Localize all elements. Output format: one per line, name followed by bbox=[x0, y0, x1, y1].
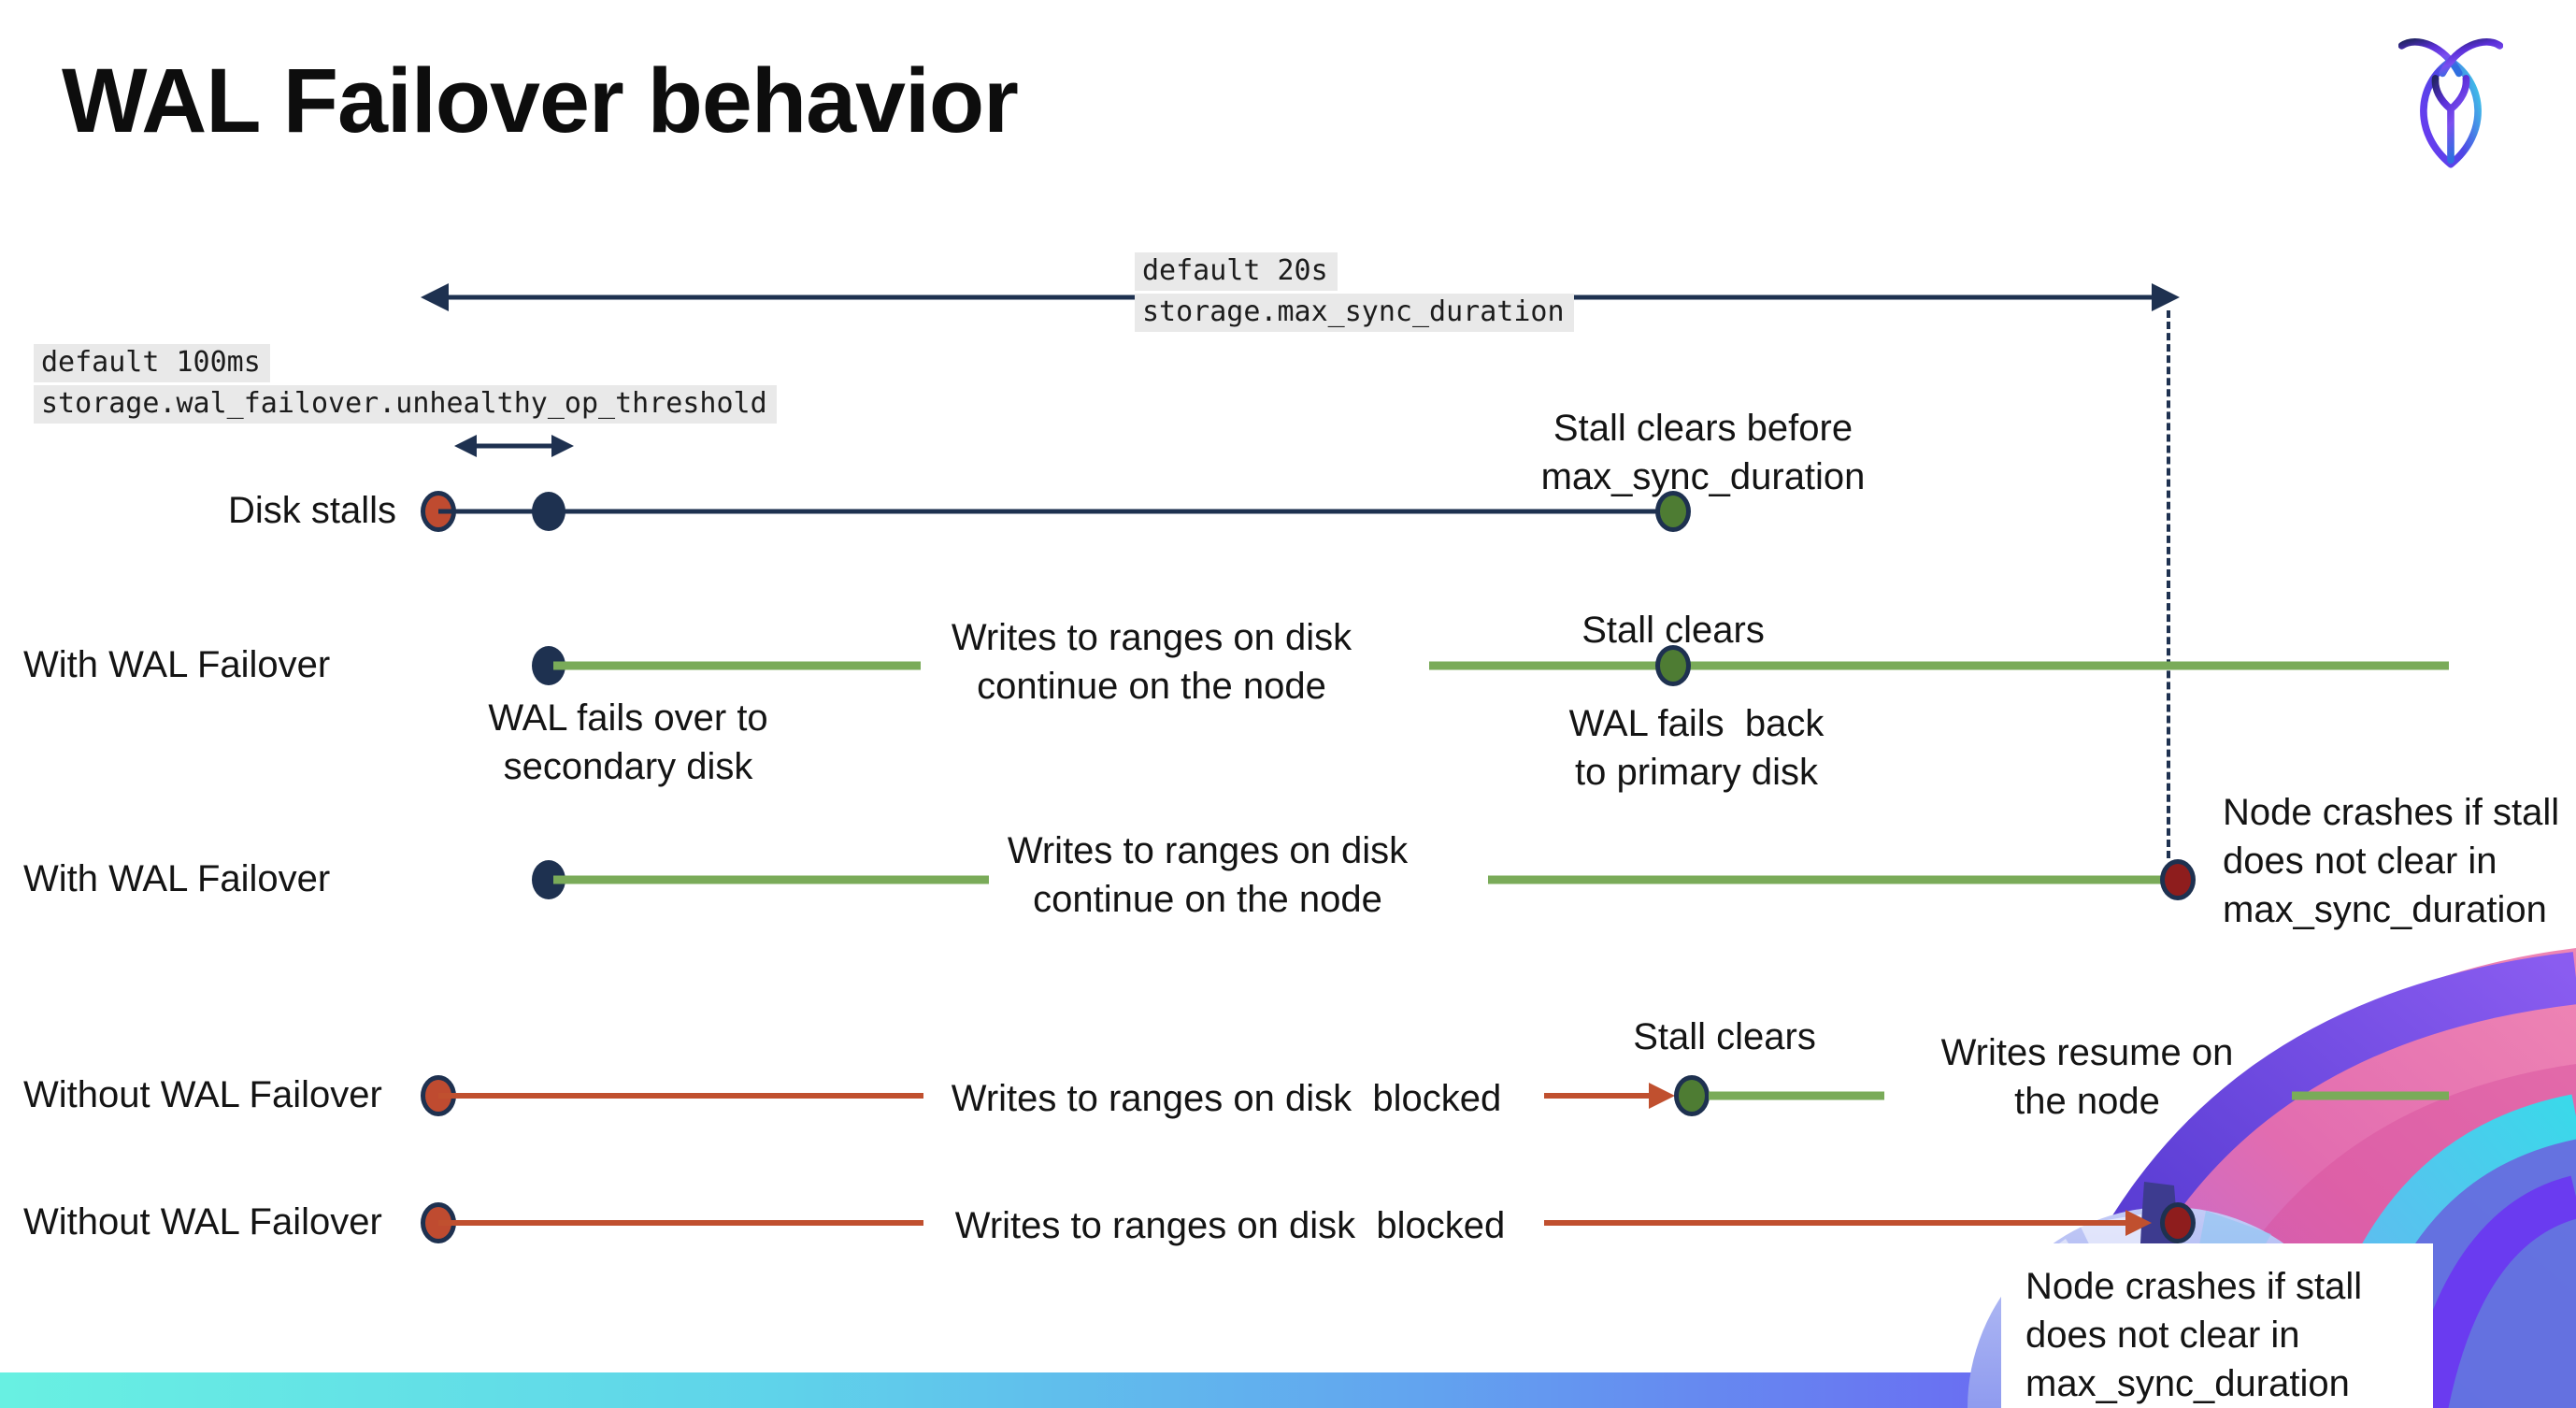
max-sync-duration-label: default 20s storage.max_sync_duration bbox=[1135, 252, 1574, 335]
max-sync-setting-name: storage.max_sync_duration bbox=[1135, 294, 1574, 332]
stall-clears-dot-2 bbox=[1655, 645, 1691, 686]
writes-resume-line-2 bbox=[2292, 1091, 2449, 1100]
writes-resume-line-1 bbox=[1709, 1091, 1884, 1100]
max-sync-deadline-dashed-line bbox=[2167, 310, 2170, 858]
cockroachdb-logo-icon bbox=[2398, 38, 2503, 168]
stall-clears-note-3: Stall clears bbox=[1633, 1016, 1816, 1057]
threshold-default-value: default 100ms bbox=[34, 344, 270, 382]
red-arrow-icon-2 bbox=[2125, 1210, 2152, 1236]
node-crash-note-2: Node crashes if stall does not clear in … bbox=[2025, 1266, 2363, 1404]
row-label-with-wal-failover-1: With WAL Failover bbox=[23, 644, 331, 685]
writes-continue-line-4 bbox=[1488, 875, 2165, 884]
arrow-right-icon bbox=[2152, 283, 2180, 311]
stall-clears-note-2: Stall clears bbox=[1581, 610, 1765, 651]
writes-blocked-line-2 bbox=[1544, 1093, 1651, 1099]
writes-continue-note-1: Writes to ranges on disk continue on the… bbox=[951, 617, 1352, 707]
page-title: WAL Failover behavior bbox=[62, 50, 1019, 151]
max-sync-default-value: default 20s bbox=[1135, 252, 1338, 291]
writes-blocked-line-3 bbox=[438, 1220, 923, 1226]
node-crash-dot-2 bbox=[2160, 1202, 2196, 1243]
red-arrow-icon-1 bbox=[1649, 1083, 1675, 1109]
unhealthy-op-threshold-label: default 100ms storage.wal_failover.unhea… bbox=[34, 344, 777, 426]
node-crash-dot-1 bbox=[2160, 859, 2196, 900]
arrow-left-icon bbox=[421, 283, 449, 311]
writes-continue-line-3 bbox=[553, 875, 989, 884]
row-label-disk-stalls: Disk stalls bbox=[228, 490, 397, 531]
writes-continue-line-2 bbox=[1429, 661, 2449, 670]
writes-blocked-note-1: Writes to ranges on disk blocked bbox=[951, 1078, 1502, 1119]
node-crash-note-1: Node crashes if stall does not clear in … bbox=[2223, 792, 2560, 930]
row-label-with-wal-failover-2: With WAL Failover bbox=[23, 858, 331, 899]
node-crash-callout-box: Node crashes if stall does not clear in … bbox=[2001, 1243, 2433, 1408]
stall-duration-line bbox=[549, 509, 1673, 514]
writes-continue-line-1 bbox=[553, 661, 921, 670]
threshold-interval-line bbox=[438, 509, 549, 514]
threshold-span-line bbox=[475, 443, 553, 449]
row-label-without-wal-failover-2: Without WAL Failover bbox=[23, 1201, 382, 1243]
small-arrow-left-icon bbox=[454, 435, 477, 457]
failover-note: WAL fails over to secondary disk bbox=[488, 697, 768, 787]
stall-clears-before-note: Stall clears before max_sync_duration bbox=[1540, 408, 1866, 497]
writes-continue-note-2: Writes to ranges on disk continue on the… bbox=[1007, 830, 1409, 920]
threshold-setting-name: storage.wal_failover.unhealthy_op_thresh… bbox=[34, 385, 777, 424]
small-arrow-right-icon bbox=[551, 435, 574, 457]
failback-note: WAL fails back to primary disk bbox=[1568, 703, 1825, 793]
stall-clears-dot-3 bbox=[1674, 1075, 1710, 1116]
stall-clears-dot bbox=[1655, 491, 1691, 532]
writes-blocked-line-4 bbox=[1544, 1220, 2127, 1226]
writes-blocked-note-2: Writes to ranges on disk blocked bbox=[954, 1205, 1506, 1246]
writes-blocked-line-1 bbox=[438, 1093, 923, 1099]
writes-resume-note: Writes resume on the node bbox=[1940, 1032, 2234, 1122]
row-label-without-wal-failover-1: Without WAL Failover bbox=[23, 1074, 382, 1115]
